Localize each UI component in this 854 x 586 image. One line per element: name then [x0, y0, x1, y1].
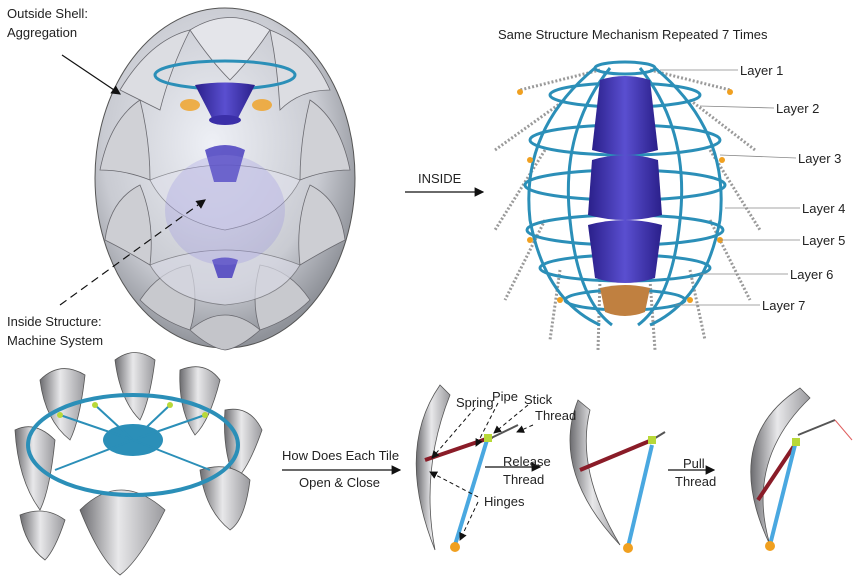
hinges-label: Hinges — [484, 494, 524, 510]
how-label-line1: How Does Each Tile — [282, 448, 399, 464]
inner-structure-illustration — [495, 62, 760, 350]
inside-structure-label-line2: Machine System — [7, 333, 103, 349]
pull-thread-label-line1: Pull — [683, 456, 705, 472]
layer-label-2: Layer 2 — [776, 101, 819, 117]
layer-label-5: Layer 5 — [802, 233, 845, 249]
layer-label-1: Layer 1 — [740, 63, 783, 79]
release-thread-label-line1: Release — [503, 454, 551, 470]
release-thread-label-line2: Thread — [503, 472, 544, 488]
outside-shell-arrow — [62, 55, 120, 94]
layer-label-7: Layer 7 — [762, 298, 805, 314]
spring-label: Spring — [456, 395, 494, 411]
stick-label: Stick — [524, 392, 552, 408]
inside-structure-label-line1: Inside Structure: — [7, 314, 102, 330]
pull-thread-label-line2: Thread — [675, 474, 716, 490]
inside-label: INSIDE — [418, 171, 461, 187]
tile-mechanism-3 — [751, 388, 852, 551]
repeated-title: Same Structure Mechanism Repeated 7 Time… — [498, 27, 768, 43]
layer-label-6: Layer 6 — [790, 267, 833, 283]
layer-label-4: Layer 4 — [802, 201, 845, 217]
tile-mechanism-2 — [570, 400, 665, 553]
pipe-label: Pipe — [492, 389, 518, 405]
machine-ring-illustration — [15, 353, 262, 576]
outer-shell-illustration — [95, 8, 355, 350]
thread-label: Thread — [535, 408, 576, 424]
how-label-line2: Open & Close — [299, 475, 380, 491]
layer-label-3: Layer 3 — [798, 151, 841, 167]
outside-shell-label-line1: Outside Shell: — [7, 6, 88, 22]
outside-shell-label-line2: Aggregation — [7, 25, 77, 41]
